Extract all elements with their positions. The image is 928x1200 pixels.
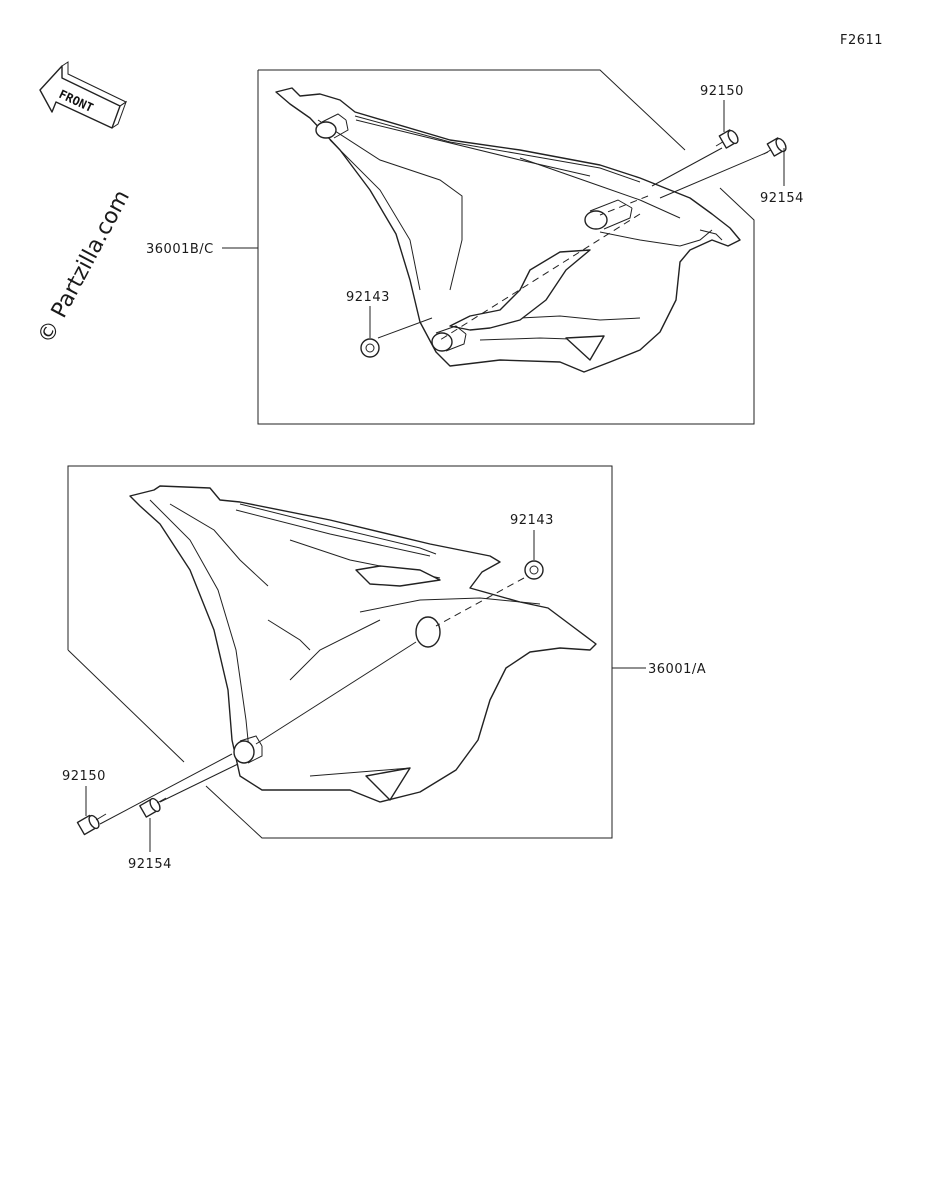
upper-boss-2 bbox=[584, 199, 633, 230]
upper-washer-92143-icon bbox=[360, 338, 380, 358]
front-arrow-icon: FRONT bbox=[39, 61, 128, 129]
callout-36001-A: 36001/A bbox=[648, 662, 706, 677]
figure-code: F2611 bbox=[840, 33, 883, 48]
upper-boss-1 bbox=[315, 113, 349, 139]
callout-lower-92150: 92150 bbox=[62, 769, 106, 784]
callout-36001B-C: 36001B/C bbox=[146, 242, 214, 257]
upper-assembly-frame bbox=[257, 69, 755, 425]
lower-mount-hole bbox=[415, 616, 441, 648]
lower-assembly-frame bbox=[67, 465, 613, 839]
callout-lower-92154: 92154 bbox=[128, 857, 172, 872]
callout-upper-92154: 92154 bbox=[760, 191, 804, 206]
upper-boss-3 bbox=[431, 325, 467, 352]
callout-upper-92143: 92143 bbox=[346, 290, 390, 305]
lower-side-cover bbox=[129, 485, 597, 803]
lower-bolt-92150-icon bbox=[76, 813, 107, 836]
callout-upper-92150: 92150 bbox=[700, 84, 744, 99]
upper-side-cover bbox=[275, 87, 741, 373]
watermark-text: © Partzilla.com bbox=[33, 186, 135, 348]
lower-washer-92143-icon bbox=[524, 560, 544, 580]
lower-boss bbox=[233, 735, 263, 764]
lower-bolt-92154-icon bbox=[139, 797, 167, 818]
callout-lower-92143: 92143 bbox=[510, 513, 554, 528]
upper-bolt-92150-icon bbox=[715, 129, 739, 149]
